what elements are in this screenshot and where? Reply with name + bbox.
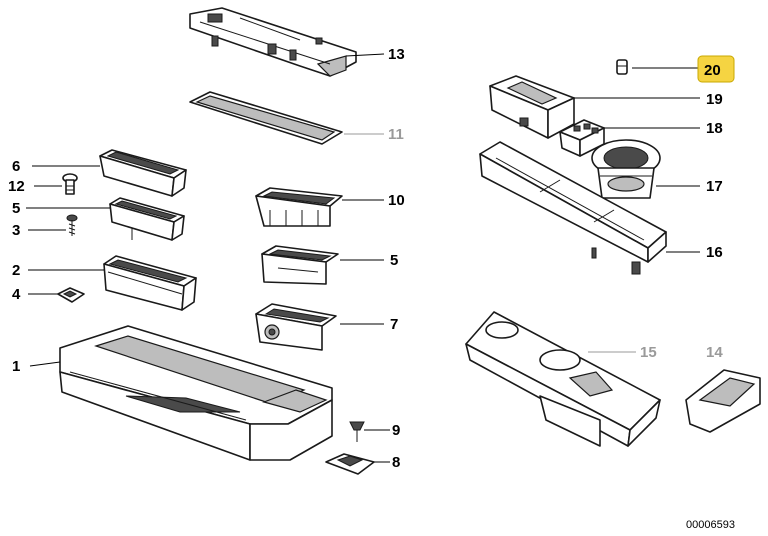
callout-13[interactable]: 13 [388, 46, 405, 63]
part-12-clip[interactable] [62, 173, 78, 195]
callout-9[interactable]: 9 [392, 422, 400, 439]
callout-14[interactable]: 14 [706, 344, 723, 361]
callout-19[interactable]: 19 [706, 91, 723, 108]
part-19-switch-panel[interactable] [489, 75, 575, 139]
part-14-lid[interactable] [685, 369, 761, 433]
callout-4[interactable]: 4 [12, 286, 21, 303]
part-10-tray[interactable] [255, 187, 343, 227]
part-5-small-tray-left[interactable] [109, 197, 185, 241]
part-9-screw[interactable] [349, 421, 365, 442]
callout-20[interactable]: 20 [704, 62, 721, 79]
part-20-clip[interactable] [616, 59, 628, 75]
callout-7[interactable]: 7 [390, 316, 398, 333]
part-15-console-top[interactable] [465, 311, 661, 447]
callout-2[interactable]: 2 [12, 262, 20, 279]
callout-5-middle[interactable]: 5 [390, 252, 398, 269]
document-number: 00006593 [686, 519, 735, 531]
part-5-tray-middle[interactable] [261, 245, 339, 285]
part-3-screw[interactable] [66, 214, 78, 236]
callout-10[interactable]: 10 [388, 192, 405, 209]
callout-17[interactable]: 17 [706, 178, 723, 195]
callout-11[interactable]: 11 [388, 126, 404, 143]
callout-15[interactable]: 15 [640, 344, 657, 361]
part-7-socket-tray[interactable] [255, 303, 337, 351]
part-13-mounting-plate[interactable] [189, 7, 357, 77]
callout-3[interactable]: 3 [12, 222, 20, 239]
callout-16[interactable]: 16 [706, 244, 723, 261]
callout-8[interactable]: 8 [392, 454, 400, 471]
callout-1[interactable]: 1 [12, 358, 20, 375]
callout-18[interactable]: 18 [706, 120, 723, 137]
part-11-rubber-mat[interactable] [189, 91, 343, 145]
part-17-cup-holder[interactable] [591, 139, 661, 199]
part-8-clip[interactable] [325, 453, 375, 475]
part-16-frame[interactable] [479, 141, 667, 275]
part-4-nut[interactable] [57, 287, 85, 303]
callout-20-highlight-box [697, 55, 735, 83]
callout-5-left[interactable]: 5 [12, 200, 20, 217]
part-2-bin[interactable] [103, 255, 197, 311]
part-6-storage-tray[interactable] [99, 149, 187, 197]
part-18-switch-block[interactable] [559, 119, 605, 157]
part-1-center-console[interactable] [59, 325, 333, 461]
callout-6[interactable]: 6 [12, 158, 20, 175]
callout-12[interactable]: 12 [8, 178, 25, 195]
